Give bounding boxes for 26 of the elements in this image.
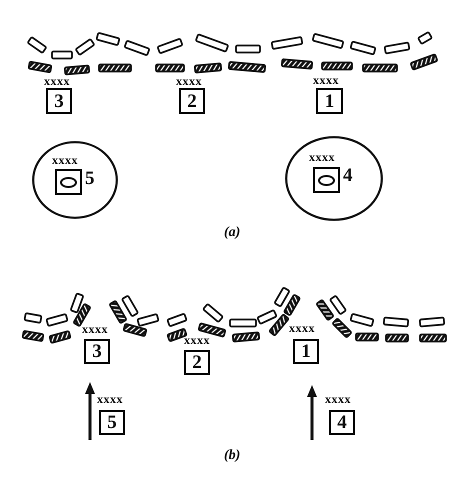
x-marks-label: xxxx	[52, 154, 78, 166]
panel-label: (b)	[224, 448, 240, 463]
x-marks-label: xxxx	[313, 74, 339, 86]
x-marks-label: xxxx	[97, 393, 123, 405]
number-label: 4	[343, 166, 352, 185]
x-marks-label: xxxx	[176, 75, 202, 87]
oval-outline	[285, 136, 383, 221]
number-label: 5	[85, 169, 94, 188]
panel-label: (a)	[224, 225, 240, 240]
square-frame	[55, 169, 82, 195]
x-marks-label: xxxx	[82, 323, 108, 335]
x-marks-label: xxxx	[309, 151, 335, 163]
number-box: 5	[99, 410, 125, 435]
number-box: 1	[293, 339, 319, 364]
oval-outline	[32, 141, 118, 219]
number-box: 4	[329, 410, 355, 435]
number-box: 2	[179, 88, 205, 114]
square-frame	[313, 167, 340, 193]
number-box: 3	[46, 88, 72, 114]
x-marks-label: xxxx	[44, 75, 70, 87]
number-box: 2	[184, 350, 210, 375]
x-marks-label: xxxx	[325, 393, 351, 405]
number-box: 1	[316, 88, 343, 114]
x-marks-label: xxxx	[184, 334, 210, 346]
number-box: 3	[84, 339, 110, 364]
x-marks-label: xxxx	[289, 322, 315, 334]
